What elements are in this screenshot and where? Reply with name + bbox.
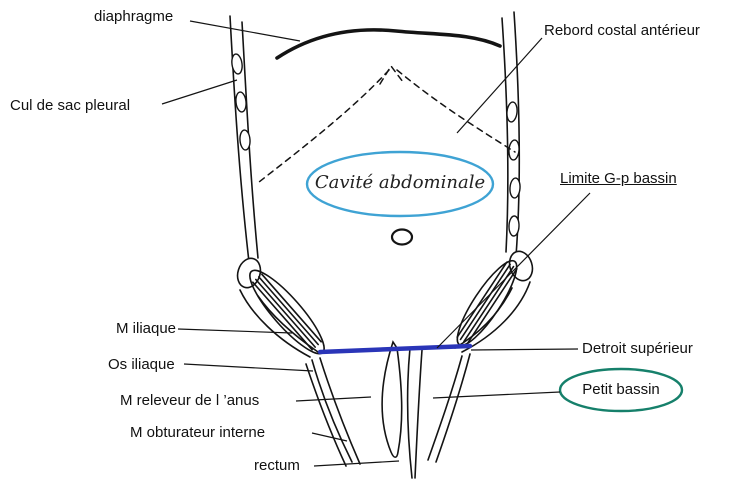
rib-icon	[239, 129, 251, 151]
label-rebord-costal: Rebord costal antérieur	[544, 22, 700, 39]
muscle-fiber-line	[258, 276, 319, 346]
right-pelvic-wall-line	[427, 355, 463, 461]
left-pelvic-wall-line	[311, 359, 353, 463]
rib-icon	[235, 91, 247, 113]
petit-bassin-leader-line	[432, 391, 561, 399]
left-iliac-bone-outer	[239, 289, 311, 358]
costal-margin-dashed	[258, 64, 516, 183]
rebord-costal-leader-line	[456, 37, 543, 134]
right-wall-inner-line	[501, 17, 509, 253]
left-iliac-crest	[236, 257, 262, 289]
muscle-fiber-line	[261, 273, 322, 343]
rib-icon	[508, 139, 520, 161]
rectum-wall-right-line	[414, 349, 423, 479]
rectum-leader-line	[313, 460, 400, 467]
right-iliac-bone-inner	[454, 287, 513, 349]
detroit-superieur-line	[317, 343, 473, 355]
label-os-iliaque: Os iliaque	[108, 356, 175, 373]
muscle-fiber-line	[255, 278, 316, 348]
label-rectum: rectum	[254, 457, 300, 474]
label-petit-bassin: Petit bassin	[582, 381, 660, 398]
label-cul-de-sac-pleural: Cul de sac pleural	[10, 97, 131, 114]
diaphragm-dome-line	[275, 28, 502, 60]
label-m-iliaque: M iliaque	[116, 320, 177, 337]
cul-de-sac-leader-line	[161, 79, 238, 105]
rib-sections	[231, 53, 521, 237]
muscle-fiber-line	[252, 281, 313, 351]
xiphoid-dashed-mark	[379, 64, 404, 85]
rectum-wall-left-line	[406, 347, 413, 479]
cavite-abdominale-ellipse	[305, 150, 495, 218]
left-iliac-region	[236, 257, 361, 467]
rib-icon	[509, 177, 521, 199]
left-wall-outer-line	[229, 15, 250, 263]
umbilicus-icon	[390, 228, 414, 246]
central-pelvic-structures	[381, 340, 423, 479]
label-m-obturateur: M obturateur interne	[130, 424, 266, 441]
m-obturateur-leader-line	[311, 432, 348, 442]
muscle-fiber-line	[456, 261, 508, 338]
rib-icon	[231, 53, 243, 75]
costal-margin-right-dashed-line	[396, 69, 516, 153]
leader-lines	[161, 20, 591, 467]
muscle-fiber-line	[459, 263, 511, 341]
limite-gp-bassin-leader-line	[436, 192, 591, 349]
detroit-superieur-leader-line	[470, 348, 579, 351]
label-limite-gp-bassin: Limite G-p bassin	[560, 170, 677, 187]
rib-icon	[506, 101, 518, 123]
right-pelvic-wall-line-2	[435, 353, 471, 463]
m-iliaque-leader-line	[177, 328, 293, 334]
diaphragme-leader-line	[189, 20, 301, 42]
m-releveur-leader-line	[295, 396, 372, 402]
left-pelvic-wall-line-3	[305, 363, 347, 467]
left-pelvic-wall-line-2	[319, 357, 361, 465]
muscle-fiber-line	[466, 268, 518, 345]
os-iliaque-leader-line	[183, 363, 314, 372]
body-wall-outline	[229, 11, 521, 263]
rib-icon	[508, 215, 520, 237]
sacrum-coccyx-shape	[381, 340, 403, 459]
label-detroit-superieur: Detroit supérieur	[582, 340, 693, 357]
right-iliac-region	[427, 250, 534, 463]
label-m-releveur-anus: M releveur de l ’anus	[120, 392, 260, 409]
petit-bassin-ellipse	[558, 367, 684, 413]
label-diaphragme: diaphragme	[94, 8, 174, 25]
label-cavite-abdominale: Cavité abdominale	[314, 172, 486, 193]
